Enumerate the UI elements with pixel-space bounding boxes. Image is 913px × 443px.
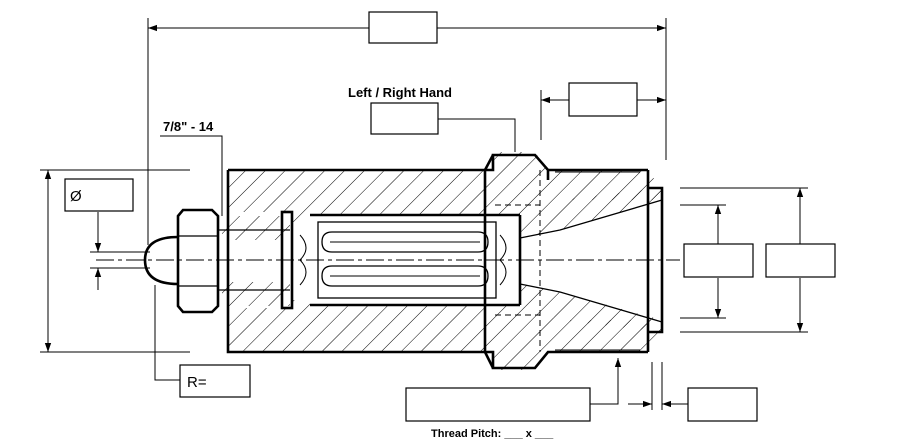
thread-pitch-box[interactable] (405, 387, 591, 422)
radius-box[interactable] (179, 364, 251, 398)
diameter-symbol: Ø (70, 188, 82, 205)
outer-diameter-box[interactable] (765, 243, 836, 278)
inner-diameter-box[interactable] (683, 243, 754, 278)
diameter-box[interactable] (64, 178, 134, 212)
leader-lines (154, 118, 622, 405)
radius-label: R= (187, 374, 207, 391)
right-length-box[interactable] (568, 82, 638, 117)
end-gap-box[interactable] (687, 387, 758, 422)
dimension-boxes (64, 11, 836, 422)
nut-and-ball (143, 208, 290, 314)
hand-label: Left / Right Hand (348, 85, 452, 100)
hatched-section (222, 152, 662, 370)
overall-length-box[interactable] (368, 11, 438, 44)
thread-size-label: 7/8" - 14 (163, 119, 214, 134)
hand-box[interactable] (370, 102, 439, 135)
thread-pitch-label: Thread Pitch: ___ x ___ (431, 428, 554, 440)
